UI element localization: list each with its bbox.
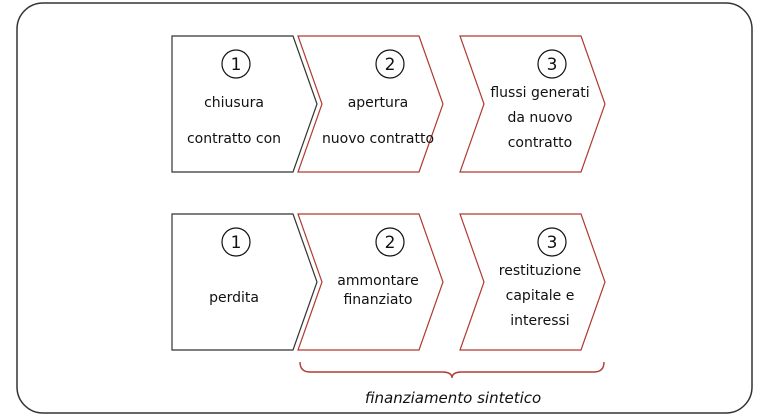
step-label-line: capitale e bbox=[506, 288, 575, 304]
step-number-circle bbox=[537, 227, 567, 257]
step-label-line: perdita bbox=[209, 290, 259, 306]
step-number: 2 bbox=[385, 55, 396, 75]
step-label-line: apertura bbox=[348, 95, 409, 111]
step-number-circle bbox=[375, 227, 405, 257]
step-number: 2 bbox=[385, 233, 396, 253]
step-number-circle bbox=[221, 49, 251, 79]
step-label-line: da nuovo bbox=[507, 110, 572, 126]
step-label-line: nuovo contratto bbox=[322, 131, 434, 147]
step-number-circle bbox=[221, 227, 251, 257]
chevron-shape bbox=[297, 35, 444, 173]
step-1-1: 1 chiusura contratto con bbox=[171, 35, 318, 173]
step-label-line: restituzione bbox=[499, 263, 581, 279]
chevron-shape bbox=[171, 213, 318, 351]
step-label-line: contratto bbox=[508, 135, 573, 151]
step-number: 3 bbox=[547, 233, 558, 253]
step-label-line: chiusura bbox=[204, 95, 264, 111]
step-number: 3 bbox=[547, 55, 558, 75]
step-2-3: 3 restituzione capitale e interessi bbox=[459, 213, 606, 351]
step-2-1: 1 perdita bbox=[171, 213, 318, 351]
step-2-2: 2 ammontare finanziato bbox=[297, 213, 444, 351]
process-row-1: 1 chiusura contratto con 2 apertura nuovo con… bbox=[171, 35, 606, 173]
step-number-circle bbox=[375, 49, 405, 79]
brace-label: finanziamento sintetico bbox=[365, 389, 541, 407]
step-number: 1 bbox=[231, 55, 242, 75]
step-label-line: contratto con bbox=[187, 131, 281, 147]
step-number: 1 bbox=[231, 233, 242, 253]
chevron-shape bbox=[459, 213, 606, 351]
step-label-line: interessi bbox=[510, 313, 569, 329]
step-1-3: 3 flussi generati da nuovo contratto bbox=[459, 35, 606, 173]
step-label-line: ammontare bbox=[337, 273, 418, 289]
step-number-circle bbox=[537, 49, 567, 79]
chevron-shape bbox=[171, 35, 318, 173]
chevron-shape bbox=[459, 35, 606, 173]
step-label-line: flussi generati bbox=[490, 85, 589, 101]
step-label-line: finanziato bbox=[343, 292, 412, 308]
chevron-shape bbox=[297, 213, 444, 351]
step-1-2: 2 apertura nuovo contratto bbox=[297, 35, 444, 173]
bracket-brace bbox=[299, 361, 605, 379]
process-row-2: 1 perdita 2 ammontare finanziato 3 restituzion… bbox=[171, 213, 606, 351]
